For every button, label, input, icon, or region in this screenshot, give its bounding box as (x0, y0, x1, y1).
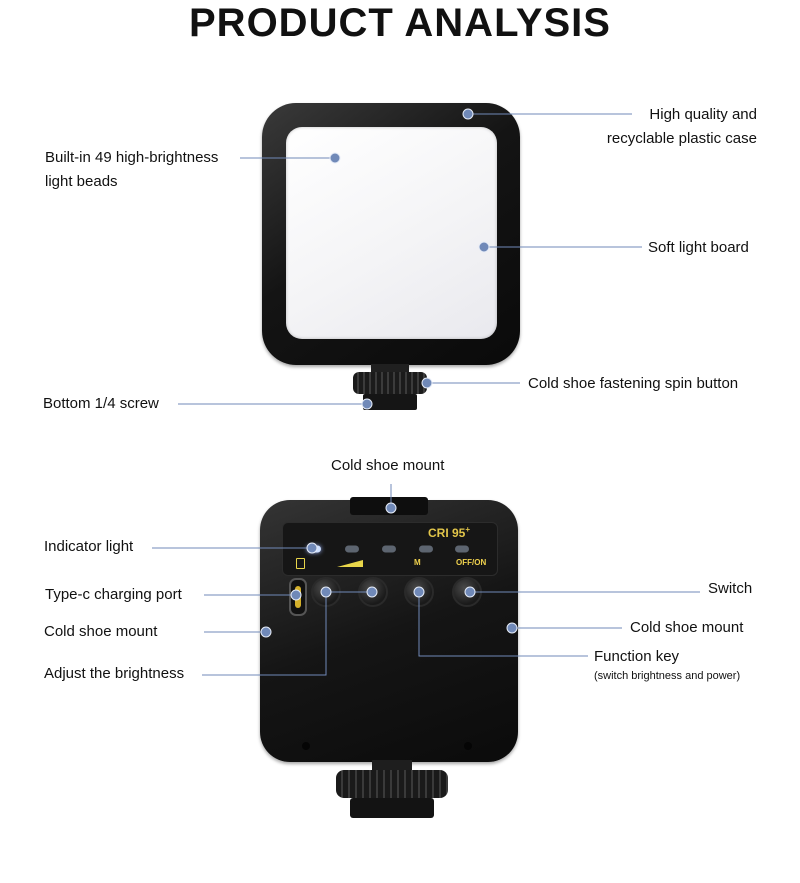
cri-rating: CRI 95+ (428, 525, 470, 540)
cri-plus: + (465, 525, 471, 534)
marker-dot (478, 241, 490, 253)
marker-dot (329, 152, 341, 164)
line-adjust-brightness (202, 592, 327, 676)
marker-dot (290, 589, 302, 601)
label-indicator-light: Indicator light (44, 538, 134, 555)
back-cold-shoe-mount (336, 760, 448, 822)
label-switch: Switch (708, 580, 753, 597)
marker-dot (464, 586, 476, 598)
soft-light-board (286, 127, 497, 339)
label-light-beads: Built-in 49 high-brightness light beads (45, 146, 218, 194)
label-soft-light-board: Soft light board (648, 239, 749, 256)
indicator-led-5 (455, 545, 469, 553)
label-light-beads-line1: Built-in 49 high-brightness (45, 149, 219, 166)
screw-right (464, 742, 472, 750)
marker-dot (320, 586, 332, 598)
indicator-led-2 (345, 545, 359, 553)
marker-dot (361, 398, 373, 410)
marker-dot (462, 108, 474, 120)
marker-dot (306, 542, 318, 554)
indicator-led-4 (419, 545, 433, 553)
label-cold-shoe-right: Cold shoe mount (630, 619, 744, 636)
battery-icon (296, 558, 305, 569)
mount-foot (350, 798, 434, 818)
mode-key-label: M (414, 558, 421, 567)
page-title: PRODUCT ANALYSIS (189, 1, 611, 45)
marker-dot (413, 586, 425, 598)
spin-button-nut (353, 372, 427, 394)
label-function-key-title: Function key (594, 648, 680, 665)
label-case: High quality and recyclable plastic case (607, 103, 757, 151)
front-light-panel (262, 103, 520, 365)
mount-foot (363, 394, 417, 410)
label-cold-shoe-left: Cold shoe mount (44, 623, 158, 640)
marker-dot (506, 622, 518, 634)
mount-stem (372, 760, 412, 772)
cri-text: CRI 95 (428, 526, 466, 540)
label-bottom-screw: Bottom 1/4 screw (43, 395, 159, 412)
mount-nut (336, 770, 448, 798)
label-function-key: Function key (switch brightness and powe… (594, 645, 740, 683)
label-light-beads-line2: light beads (45, 173, 118, 190)
marker-dot (366, 586, 378, 598)
brightness-ramp-icon (337, 560, 363, 567)
label-cold-shoe-top: Cold shoe mount (331, 457, 445, 474)
marker-dot (260, 626, 272, 638)
label-case-line2: recyclable plastic case (606, 130, 757, 147)
indicator-led-3 (382, 545, 396, 553)
label-spin-button: Cold shoe fastening spin button (528, 375, 739, 392)
label-case-line1: High quality and (649, 106, 757, 123)
mount-stem (371, 364, 409, 374)
marker-dot (421, 377, 433, 389)
label-type-c-port: Type-c charging port (45, 586, 182, 603)
label-adjust-brightness: Adjust the brightness (44, 665, 185, 682)
back-panel (260, 497, 518, 762)
line-function-key (418, 592, 588, 657)
label-function-key-note: (switch brightness and power) (594, 670, 741, 682)
power-key-label: OFF/ON (456, 558, 487, 567)
screw-left (302, 742, 310, 750)
front-cold-shoe-mount (353, 364, 427, 410)
marker-dot (385, 502, 397, 514)
